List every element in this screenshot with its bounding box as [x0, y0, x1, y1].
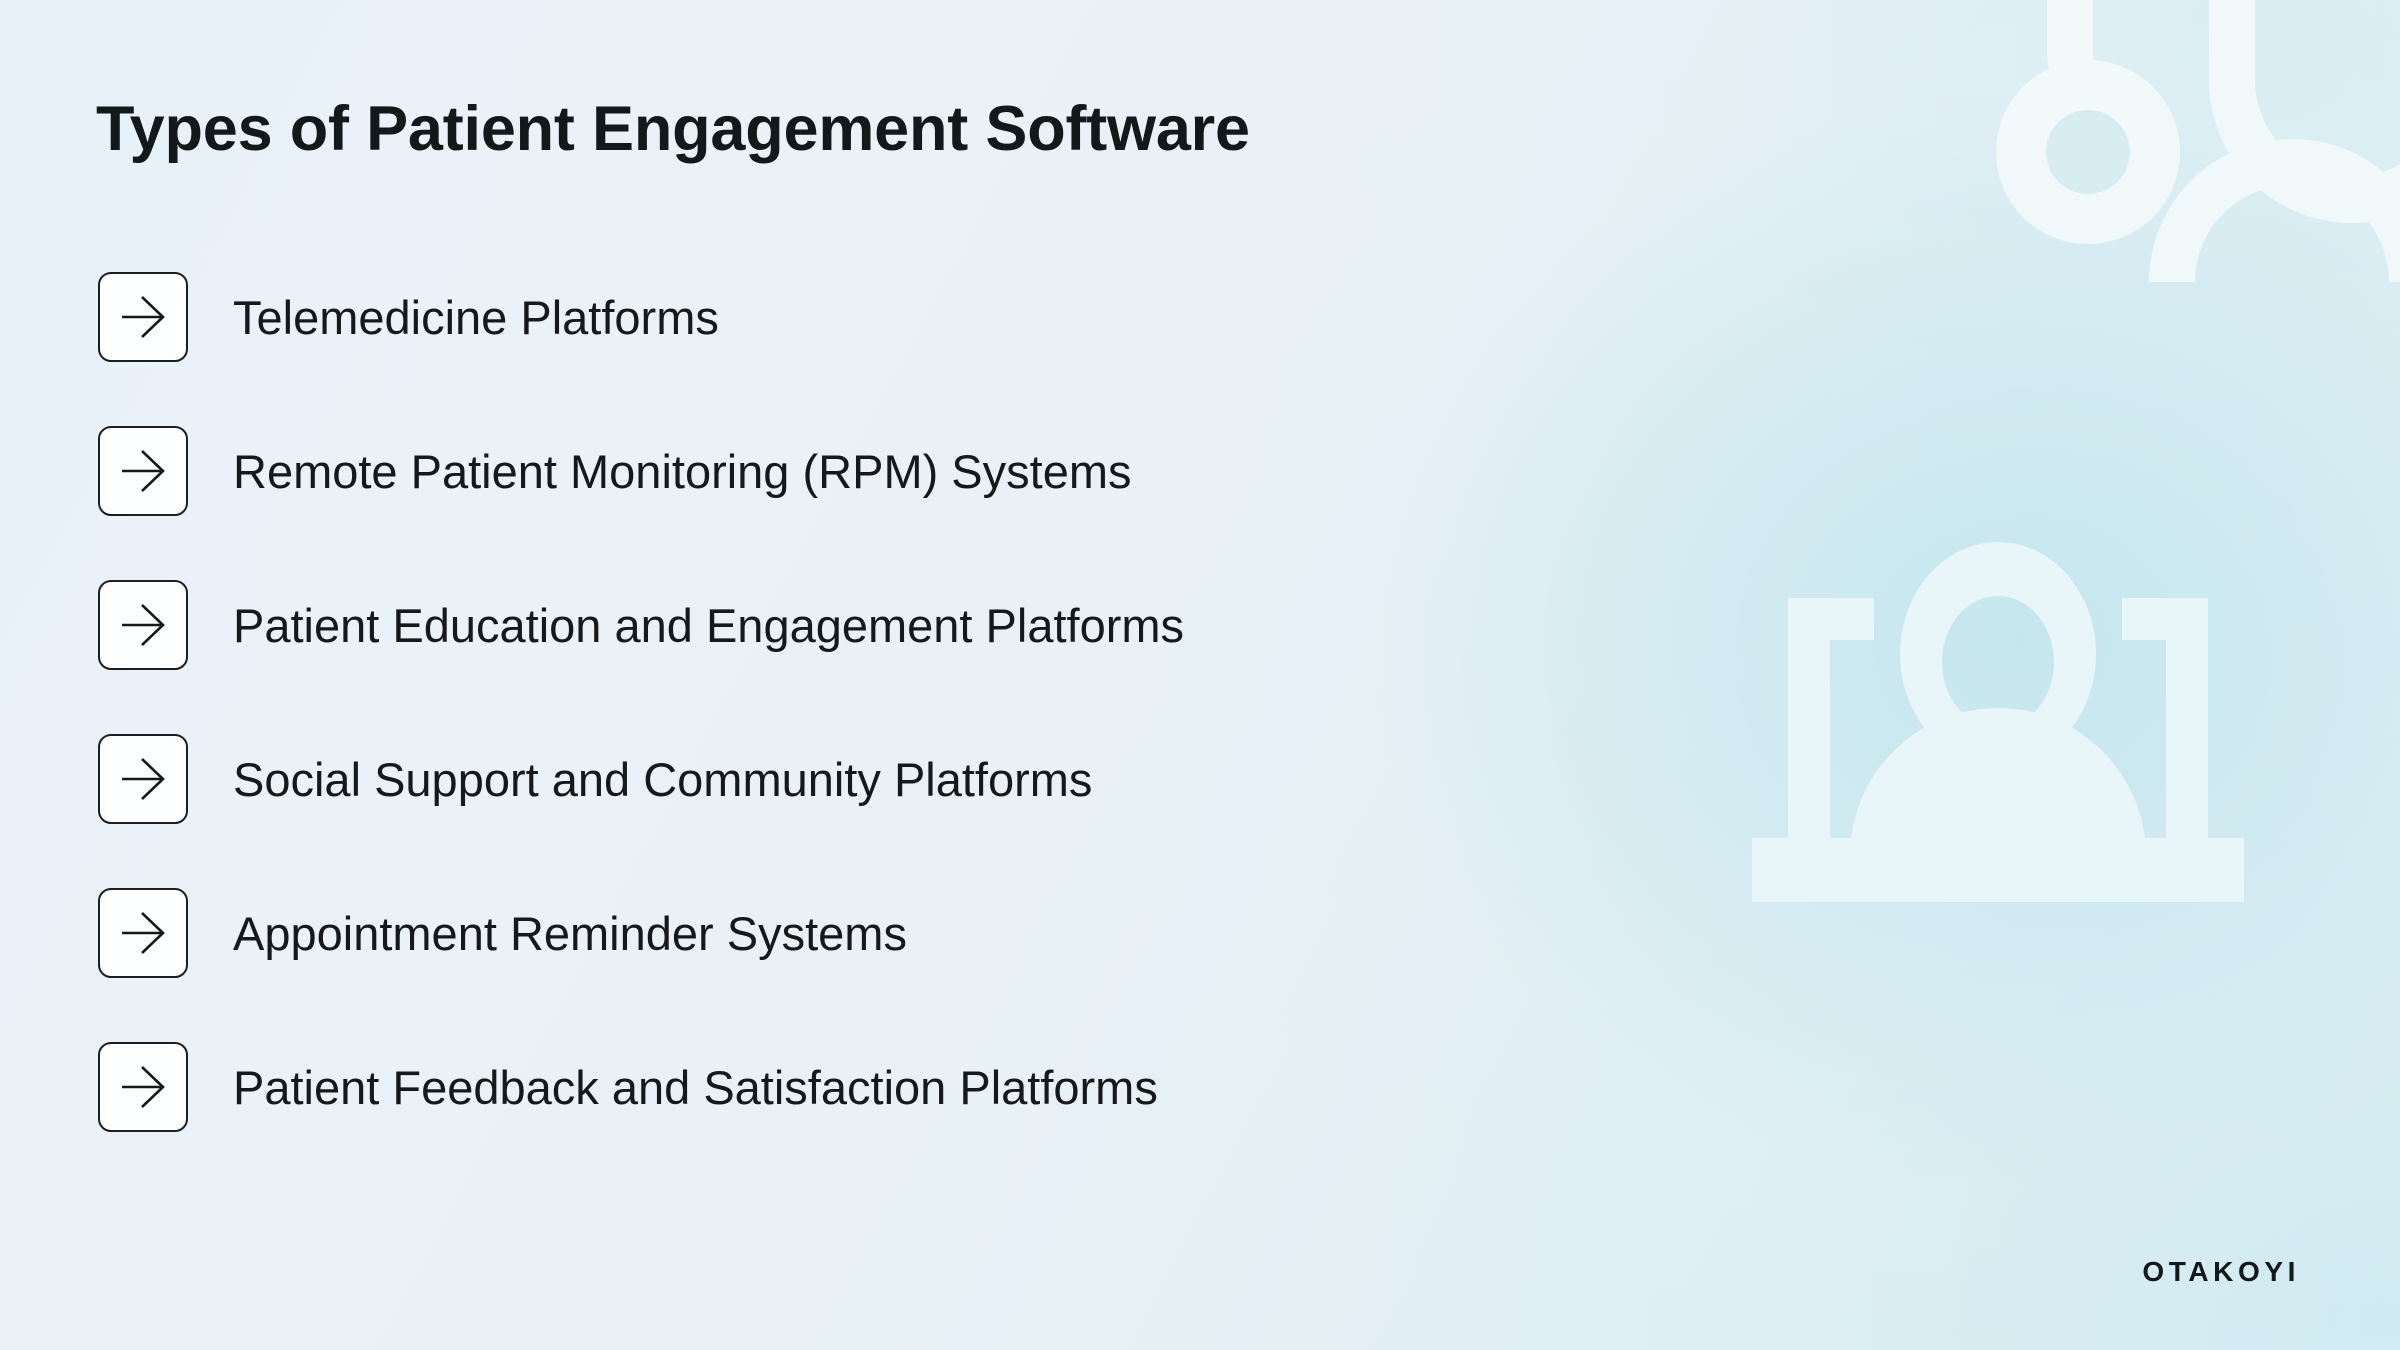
- list-item[interactable]: Patient Feedback and Satisfaction Platfo…: [98, 1042, 1184, 1132]
- list-item-label: Patient Education and Engagement Platfor…: [233, 598, 1185, 652]
- list-item[interactable]: Remote Patient Monitoring (RPM) Systems: [98, 426, 1184, 516]
- arrow-right-icon[interactable]: [98, 734, 188, 824]
- list-item[interactable]: Appointment Reminder Systems: [98, 888, 1184, 978]
- list-item-label: Remote Patient Monitoring (RPM) Systems: [233, 444, 1132, 498]
- brand-logo: OTAKOYI: [2142, 1256, 2300, 1287]
- arrow-right-icon[interactable]: [98, 888, 188, 978]
- arrow-right-icon[interactable]: [98, 426, 188, 516]
- software-types-list: Telemedicine Platforms Remote Patient Mo…: [98, 272, 1184, 1132]
- stethoscope-icon: [1940, 0, 2400, 430]
- arrow-right-icon[interactable]: [98, 1042, 188, 1132]
- list-item[interactable]: Telemedicine Platforms: [98, 272, 1184, 362]
- page-title: Types of Patient Engagement Software: [96, 94, 1250, 164]
- arrow-right-icon[interactable]: [98, 272, 188, 362]
- list-item-label: Patient Feedback and Satisfaction Platfo…: [233, 1060, 1158, 1114]
- list-item[interactable]: Social Support and Community Platforms: [98, 734, 1184, 824]
- patient-in-bed-icon: [1752, 518, 2244, 936]
- list-item-label: Appointment Reminder Systems: [233, 906, 907, 960]
- list-item-label: Social Support and Community Platforms: [233, 752, 1093, 806]
- list-item-label: Telemedicine Platforms: [233, 290, 719, 344]
- arrow-right-icon[interactable]: [98, 580, 188, 670]
- list-item[interactable]: Patient Education and Engagement Platfor…: [98, 580, 1184, 670]
